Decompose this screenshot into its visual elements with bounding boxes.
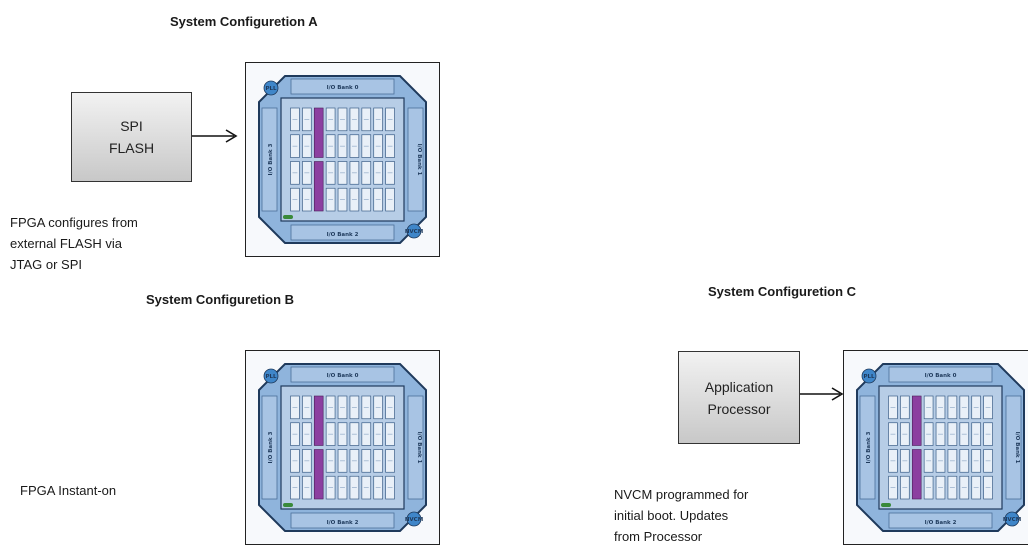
io-bank-bottom-label: I/O Bank 2 (925, 520, 957, 526)
config-c-title: System Configuretion C (708, 284, 857, 299)
pll-block (861, 368, 877, 384)
nvcm-block (406, 511, 422, 527)
ram-block (313, 161, 324, 212)
fpga-chip-b: I/O Bank 0 I/O Bank 2 I/O Bank 3 I/O Bank 1… (245, 350, 440, 550)
pll-block (263, 80, 279, 96)
config-b-title: System Configuretion B (146, 292, 295, 307)
nvcm-block (1004, 511, 1020, 527)
nvcm-block (406, 223, 422, 239)
io-bank-right-label: I/O Bank 1 (416, 144, 422, 176)
pll-block (263, 368, 279, 384)
nvcm-label: NVCM (405, 517, 423, 523)
application-processor-box: Application Processor (678, 351, 800, 444)
fpga-diagram: I/O Bank 0 I/O Bank 2 I/O Bank 3 I/O Bank 1… (843, 350, 1028, 545)
io-bank-left-label: I/O Bank 3 (268, 143, 274, 175)
io-bank-top-label: I/O Bank 0 (327, 85, 359, 91)
config-a-caption: FPGA configures from external FLASH via … (10, 215, 138, 272)
spi-flash-box: SPI FLASH (71, 92, 192, 182)
io-bank-right-label: I/O Bank 1 (416, 432, 422, 464)
nvcm-label: NVCM (405, 229, 423, 235)
ram-block (313, 449, 324, 500)
config-b-caption: FPGA Instant-on (20, 483, 117, 498)
io-bank-bottom-label: I/O Bank 2 (327, 520, 359, 526)
config-a-title: System Configuretion A (170, 14, 318, 29)
pll-label: PLL (265, 86, 277, 92)
fpga-diagram: I/O Bank 0 I/O Bank 2 I/O Bank 3 I/O Bank 1… (245, 350, 440, 545)
fpga-chip-a: I/O Bank 0 I/O Bank 2 I/O Bank 3 I/O Bank 1… (245, 62, 440, 262)
pll-label: PLL (265, 374, 277, 380)
arrow-a (192, 129, 238, 143)
ram-block (313, 395, 324, 446)
config-c-caption: NVCM programmed for initial boot. Update… (614, 487, 749, 544)
io-bank-bottom-label: I/O Bank 2 (327, 232, 359, 238)
io-bank-top-label: I/O Bank 0 (925, 373, 957, 379)
nvcm-label: NVCM (1003, 517, 1021, 523)
io-bank-top-label: I/O Bank 0 (327, 373, 359, 379)
fpga-chip-c: I/O Bank 0 I/O Bank 2 I/O Bank 3 I/O Bank 1… (843, 350, 1028, 550)
fpga-diagram: I/O Bank 0 I/O Bank 2 I/O Bank 3 I/O Bank 1… (245, 62, 440, 257)
io-bank-left-label: I/O Bank 3 (866, 431, 872, 463)
io-bank-left-label: I/O Bank 3 (268, 431, 274, 463)
io-bank-right-label: I/O Bank 1 (1014, 432, 1020, 464)
arrow-c (800, 387, 844, 401)
pll-label: PLL (863, 374, 875, 380)
ram-block (313, 107, 324, 158)
ram-block (911, 395, 922, 446)
ram-block (911, 449, 922, 500)
